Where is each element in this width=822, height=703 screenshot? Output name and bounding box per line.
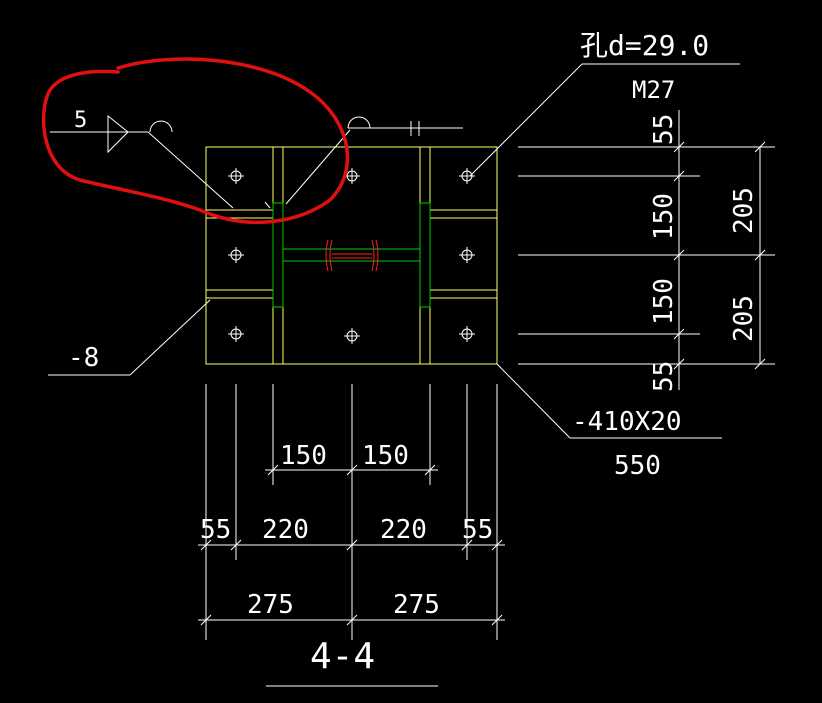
dim-bottom-2b: 220 [262, 515, 309, 545]
dim-bottom-2c: 220 [380, 515, 427, 545]
bolt-hole-icon [344, 328, 360, 344]
dim-bottom-2a: 55 [200, 515, 231, 545]
weld-symbol [50, 114, 463, 209]
beam-section [325, 239, 379, 272]
bolt-hole-icon [228, 247, 244, 263]
dim-bottom-1a: 150 [280, 441, 327, 471]
column-stiffeners [272, 202, 431, 308]
bolt-hole-icon [459, 247, 475, 263]
dim-right-outer-2: 205 [729, 295, 759, 342]
dim-right-1: 55 [649, 114, 679, 145]
bolt-size-label: M27 [632, 76, 675, 104]
dim-bottom-3a: 275 [247, 590, 294, 620]
bolt-hole-icon [228, 168, 244, 184]
weld-size-label: 5 [74, 108, 87, 133]
small-plate-leader [48, 299, 211, 376]
bolt-hole-icon [459, 326, 475, 342]
bolt-holes [228, 168, 475, 344]
bolt-hole-icon [344, 168, 360, 184]
base-plate-label: -410X20 [572, 407, 682, 437]
hole-diameter-label: 孔d=29.0 [580, 29, 709, 62]
dim-bottom-3b: 275 [393, 590, 440, 620]
bottom-dimension-lines [198, 384, 505, 640]
dim-right-outer-1: 205 [729, 187, 759, 234]
markup-circle [41, 57, 350, 225]
dim-right-3: 150 [649, 278, 679, 325]
bolt-hole-icon [228, 326, 244, 342]
base-plate-leader [496, 363, 722, 439]
section-title: 4-4 [310, 636, 375, 677]
dim-right-2: 150 [649, 193, 679, 240]
dim-bottom-2d: 55 [462, 515, 493, 545]
dim-bottom-1b: 150 [362, 441, 409, 471]
dim-right-4: 55 [649, 361, 679, 392]
bolt-hole-icon [459, 168, 475, 184]
right-dimension-lines [518, 110, 775, 390]
hole-leader [469, 63, 740, 177]
base-plate-length-label: 550 [614, 451, 661, 481]
small-plate-label: -8 [68, 343, 99, 373]
